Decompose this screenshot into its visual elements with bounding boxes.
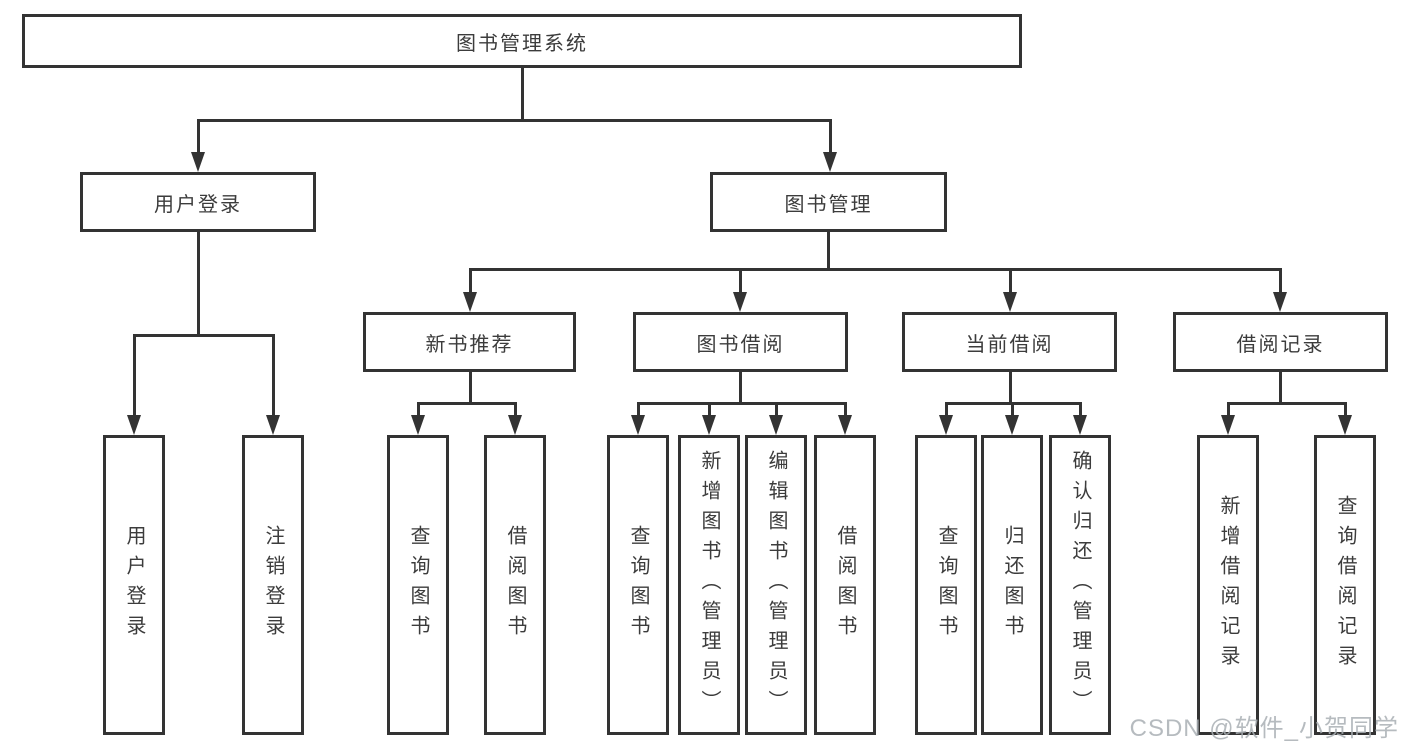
connector-current-drop-1 [945, 402, 948, 418]
connector-mgmt-drop-1 [469, 268, 472, 296]
connector-mgmt-drop-3 [1009, 268, 1012, 296]
leaf-query-books-current: 查询图书 [915, 435, 977, 735]
connector-current-drop-3 [1079, 402, 1082, 418]
connector-borrow-rail [637, 402, 846, 405]
connector-borrow-stem [739, 372, 742, 405]
arrowhead-icon [1338, 415, 1352, 435]
connector-mgmt-drop-4 [1279, 268, 1282, 296]
connector-root-drop-right [829, 119, 832, 155]
leaf-edit-book-admin: 编辑图书（管理员） [745, 435, 807, 735]
connector-login-stem [197, 232, 200, 337]
node-current-borrowing: 当前借阅 [902, 312, 1117, 372]
connector-recommend-drop-2 [514, 402, 517, 418]
arrowhead-icon [411, 415, 425, 435]
arrowhead-icon [1003, 292, 1017, 312]
leaf-logout: 注销登录 [242, 435, 304, 735]
connector-root-drop-left [197, 119, 200, 155]
connector-recommend-stem [469, 372, 472, 405]
connector-recommend-rail [417, 402, 517, 405]
connector-login-rail [133, 334, 275, 337]
arrowhead-icon [1221, 415, 1235, 435]
node-new-book-recommendation: 新书推荐 [363, 312, 576, 372]
connector-mgmt-stem [827, 232, 830, 271]
leaf-borrow-books-recommend: 借阅图书 [484, 435, 546, 735]
leaf-query-books-recommend: 查询图书 [387, 435, 449, 735]
arrowhead-icon [463, 292, 477, 312]
arrowhead-icon [733, 292, 747, 312]
connector-login-drop-2 [272, 334, 275, 418]
node-book-borrowing: 图书借阅 [633, 312, 848, 372]
connector-records-drop-2 [1344, 402, 1347, 418]
arrowhead-icon [939, 415, 953, 435]
arrowhead-icon [769, 415, 783, 435]
node-borrowing-records: 借阅记录 [1173, 312, 1388, 372]
arrowhead-icon [508, 415, 522, 435]
connector-recommend-drop-1 [417, 402, 420, 418]
arrowhead-icon [266, 415, 280, 435]
arrowhead-icon [631, 415, 645, 435]
arrowhead-icon [1073, 415, 1087, 435]
leaf-return-book: 归还图书 [981, 435, 1043, 735]
connector-current-drop-2 [1011, 402, 1014, 418]
arrowhead-icon [1273, 292, 1287, 312]
connector-records-rail [1227, 402, 1346, 405]
arrowhead-icon [127, 415, 141, 435]
connector-borrow-drop-1 [637, 402, 640, 418]
connector-root-rail [197, 119, 832, 122]
connector-records-stem [1279, 372, 1282, 405]
leaf-query-borrow-record: 查询借阅记录 [1314, 435, 1376, 735]
connector-records-drop-1 [1227, 402, 1230, 418]
leaf-add-borrow-record: 新增借阅记录 [1197, 435, 1259, 735]
node-book-management-branch: 图书管理 [710, 172, 947, 232]
connector-borrow-drop-4 [844, 402, 847, 418]
node-user-login-branch: 用户登录 [80, 172, 316, 232]
leaf-add-book-admin: 新增图书（管理员） [678, 435, 740, 735]
leaf-confirm-return-admin: 确认归还（管理员） [1049, 435, 1111, 735]
connector-borrow-drop-2 [708, 402, 711, 418]
arrowhead-icon [838, 415, 852, 435]
connector-login-drop-1 [133, 334, 136, 418]
watermark-text: CSDN @软件_小贺同学 [1129, 715, 1399, 742]
leaf-query-books-borrow: 查询图书 [607, 435, 669, 735]
leaf-user-login: 用户登录 [103, 435, 165, 735]
connector-root-stem [521, 68, 524, 122]
arrowhead-icon [823, 152, 837, 172]
connector-borrow-drop-3 [775, 402, 778, 418]
arrowhead-icon [1005, 415, 1019, 435]
connector-mgmt-rail [469, 268, 1282, 271]
leaf-borrow-books: 借阅图书 [814, 435, 876, 735]
connector-current-stem [1009, 372, 1012, 405]
arrowhead-icon [191, 152, 205, 172]
connector-mgmt-drop-2 [739, 268, 742, 296]
arrowhead-icon [702, 415, 716, 435]
node-library-management-system: 图书管理系统 [22, 14, 1022, 68]
